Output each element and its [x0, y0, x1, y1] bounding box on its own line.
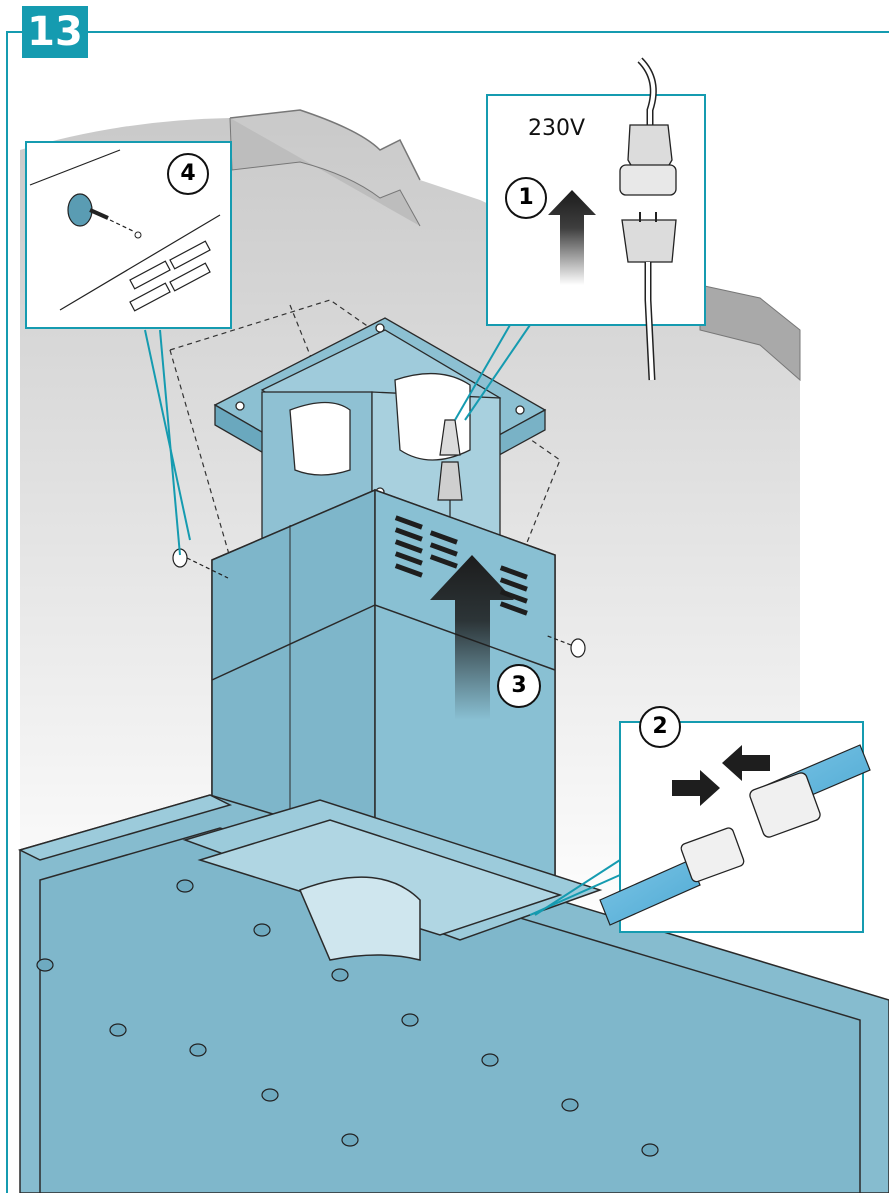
inset-screw-detail: [25, 141, 232, 556]
voltage-label: 230V: [528, 116, 586, 141]
mains-plug-in-bracket: [437, 419, 463, 525]
chimney-screw-right: [544, 634, 586, 658]
step-number-badge: 13: [22, 6, 88, 58]
frame-corner: [6, 31, 22, 33]
callout-3: 3: [497, 664, 541, 708]
inset-cable-connector: [529, 721, 871, 933]
callout-1-label: 1: [518, 185, 534, 210]
callout-4: 4: [167, 153, 209, 195]
callout-3-label: 3: [511, 673, 527, 698]
callout-1: 1: [505, 177, 547, 219]
callout-2: 2: [639, 706, 681, 748]
callout-2-label: 2: [652, 714, 668, 739]
frame-top-rule: [88, 31, 889, 33]
frame-left-rule: [6, 31, 8, 1193]
canopy-mount-feet: [36, 879, 659, 1157]
lift-arrow: [430, 555, 514, 720]
callout-4-label: 4: [180, 161, 196, 186]
hood-canopy: [17, 794, 889, 1193]
